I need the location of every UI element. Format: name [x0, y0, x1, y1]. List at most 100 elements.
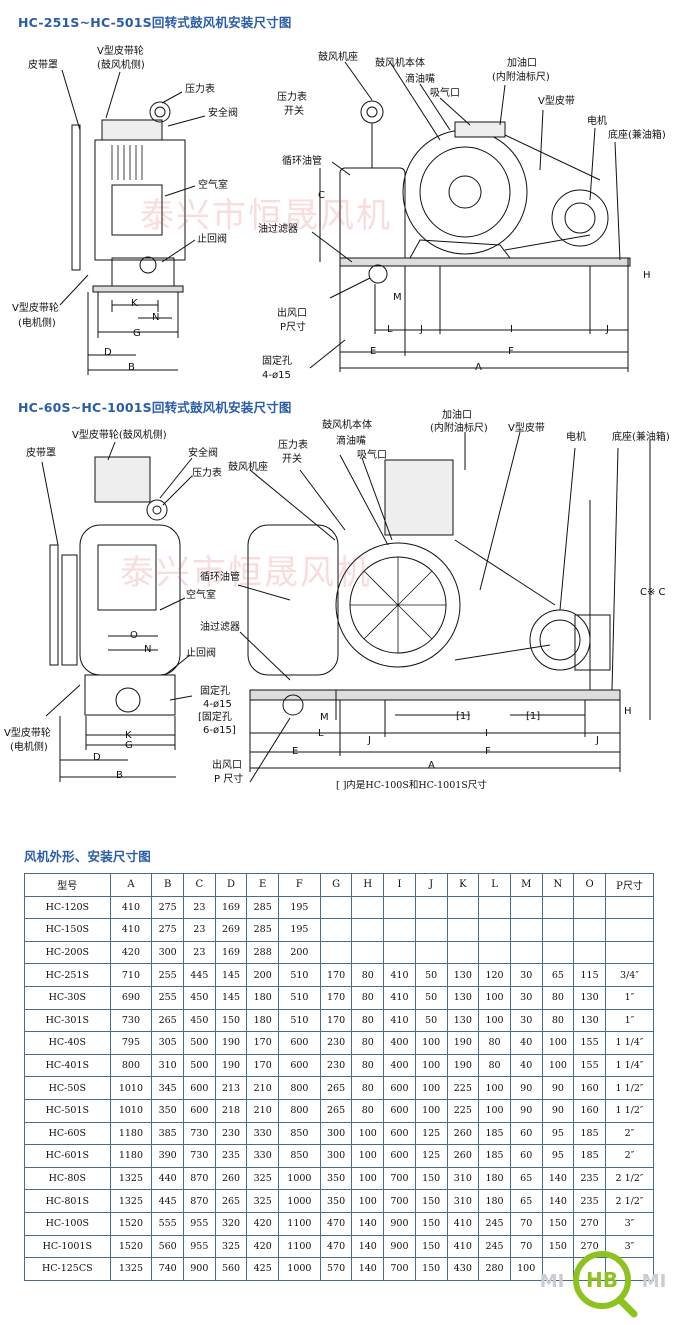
table-cell: 310 — [151, 1053, 184, 1078]
table-cell: 255 — [151, 985, 184, 1010]
table-cell: 190 — [446, 1031, 480, 1055]
table-cell: 100 — [351, 1189, 385, 1213]
table-cell: 80 — [351, 1053, 385, 1078]
table-cell: 70 — [509, 1211, 543, 1236]
d2-note: [ ]内是HC-100S和HC-1001S尺寸 — [336, 780, 487, 791]
table-cell: 570 — [319, 1257, 353, 1281]
table-cell: 600 — [182, 1076, 216, 1100]
table-cell: 410 — [383, 963, 416, 987]
table-cell: 385 — [151, 1121, 184, 1146]
table-cell: 2 1/2″ — [604, 1166, 655, 1191]
table-cell: HC-200S — [24, 940, 111, 965]
table-cell: 140 — [351, 1211, 385, 1236]
table-cell: 140 — [351, 1234, 385, 1259]
d2-dim-o: O — [130, 630, 138, 641]
table-cell — [541, 895, 575, 920]
table-cell: 125 — [414, 1121, 448, 1146]
table-title: 风机外形、安装尺寸图 — [24, 849, 152, 864]
table-cell: 310 — [446, 1166, 480, 1191]
d2-dim-j: J — [368, 735, 371, 746]
table-cell — [351, 918, 385, 942]
d2-label-fix-hole-2: 4-ø15 — [203, 699, 232, 710]
table-cell — [604, 940, 655, 965]
d1-label-base: 底座(兼油箱) — [608, 130, 666, 141]
section1-title: HC-251S~HC-501S回转式鼓风机安装尺寸图 — [18, 15, 292, 30]
table-cell — [383, 940, 416, 965]
logo-left: MI — [540, 1271, 565, 1292]
table-cell: 420 — [246, 1211, 280, 1236]
d2-dim-e: E — [292, 746, 299, 757]
table-cell: 150 — [541, 1211, 575, 1236]
table-cell: 795 — [109, 1031, 153, 1055]
table-cell: 1325 — [109, 1166, 153, 1191]
table-cell: 180 — [478, 1189, 511, 1213]
table-cell: 500 — [182, 1053, 216, 1078]
d1-label-oil-pipe: 循环油管 — [282, 156, 322, 167]
d1-dim-j: J — [420, 324, 423, 335]
table-cell: 225 — [446, 1076, 480, 1100]
table-cell: 160 — [573, 1076, 606, 1100]
table-cell: 410 — [383, 985, 416, 1010]
table-cell: 800 — [278, 1098, 321, 1123]
table-cell: HC-50S — [24, 1076, 111, 1100]
table-cell: 265 — [319, 1098, 353, 1123]
table-cell: 130 — [573, 1008, 606, 1033]
table-cell: HC-601S — [24, 1144, 111, 1168]
table-header-cell: A — [109, 873, 153, 897]
table-cell: 2 1/2″ — [604, 1189, 655, 1213]
table-cell: 600 — [278, 1053, 321, 1078]
d2-label-v-pulley-blower: V型皮带轮(鼓风机侧) — [72, 430, 167, 441]
table-cell: 420 — [109, 940, 153, 965]
d2-dim-j2: J — [596, 735, 599, 746]
table-cell: 3/4″ — [604, 963, 655, 987]
table-header-cell: D — [214, 873, 248, 897]
d2-label-air-chamber: 空气室 — [186, 590, 216, 601]
d2-label-fix-hole-1: 固定孔 — [200, 686, 230, 697]
d2-dim-g: G — [125, 740, 133, 751]
table-cell: 190 — [214, 1031, 248, 1055]
table-cell: HC-801S — [24, 1189, 111, 1213]
table-cell: 850 — [278, 1144, 321, 1168]
table-cell: 130 — [573, 985, 606, 1010]
table-cell: 100 — [351, 1121, 385, 1146]
d1-dim-h: H — [643, 270, 651, 281]
table-cell: 95 — [541, 1121, 575, 1146]
table-cell — [351, 895, 385, 920]
d1-label-outlet-1: 出风口 — [277, 308, 307, 319]
d1-label-pressure-switch-1: 压力表 — [277, 92, 307, 103]
d1-dim-e: E — [370, 346, 377, 357]
d1-left-view — [59, 69, 206, 375]
d1-label-air-intake: 吸气口 — [430, 88, 460, 99]
table-cell: 230 — [319, 1053, 353, 1078]
table-cell: 710 — [109, 963, 153, 987]
table-cell: 730 — [109, 1008, 153, 1033]
table-cell: 23 — [182, 895, 216, 920]
d2-label-safety-valve: 安全阀 — [188, 448, 218, 459]
table-cell: 700 — [383, 1166, 416, 1191]
table-cell: 90 — [509, 1098, 543, 1123]
table-cell: 300 — [319, 1144, 353, 1168]
table-cell: 150 — [414, 1166, 448, 1191]
table-cell: 100 — [414, 1098, 448, 1123]
table-cell: 2″ — [604, 1144, 655, 1168]
table-cell: 150 — [414, 1234, 448, 1259]
table-cell: 430 — [446, 1257, 480, 1281]
d2-label-fix-hole-3: [固定孔 — [198, 712, 232, 723]
table-cell: 100 — [541, 1053, 575, 1078]
table-header-cell: N — [541, 873, 575, 897]
d1-label-fix-hole-1: 固定孔 — [262, 356, 292, 367]
table-cell: 425 — [246, 1257, 280, 1281]
table-cell: 185 — [478, 1121, 511, 1146]
table-cell: 445 — [151, 1189, 184, 1213]
table-cell — [509, 895, 543, 920]
table-cell: 1010 — [109, 1076, 153, 1100]
table-cell: 1100 — [278, 1234, 321, 1259]
table-header-cell: B — [151, 873, 184, 897]
d2-label-motor: 电机 — [566, 432, 586, 443]
d1-label-oil-fill-1: 加油口 — [507, 58, 537, 69]
table-cell: 195 — [278, 918, 321, 942]
table-cell: HC-501S — [24, 1098, 111, 1123]
